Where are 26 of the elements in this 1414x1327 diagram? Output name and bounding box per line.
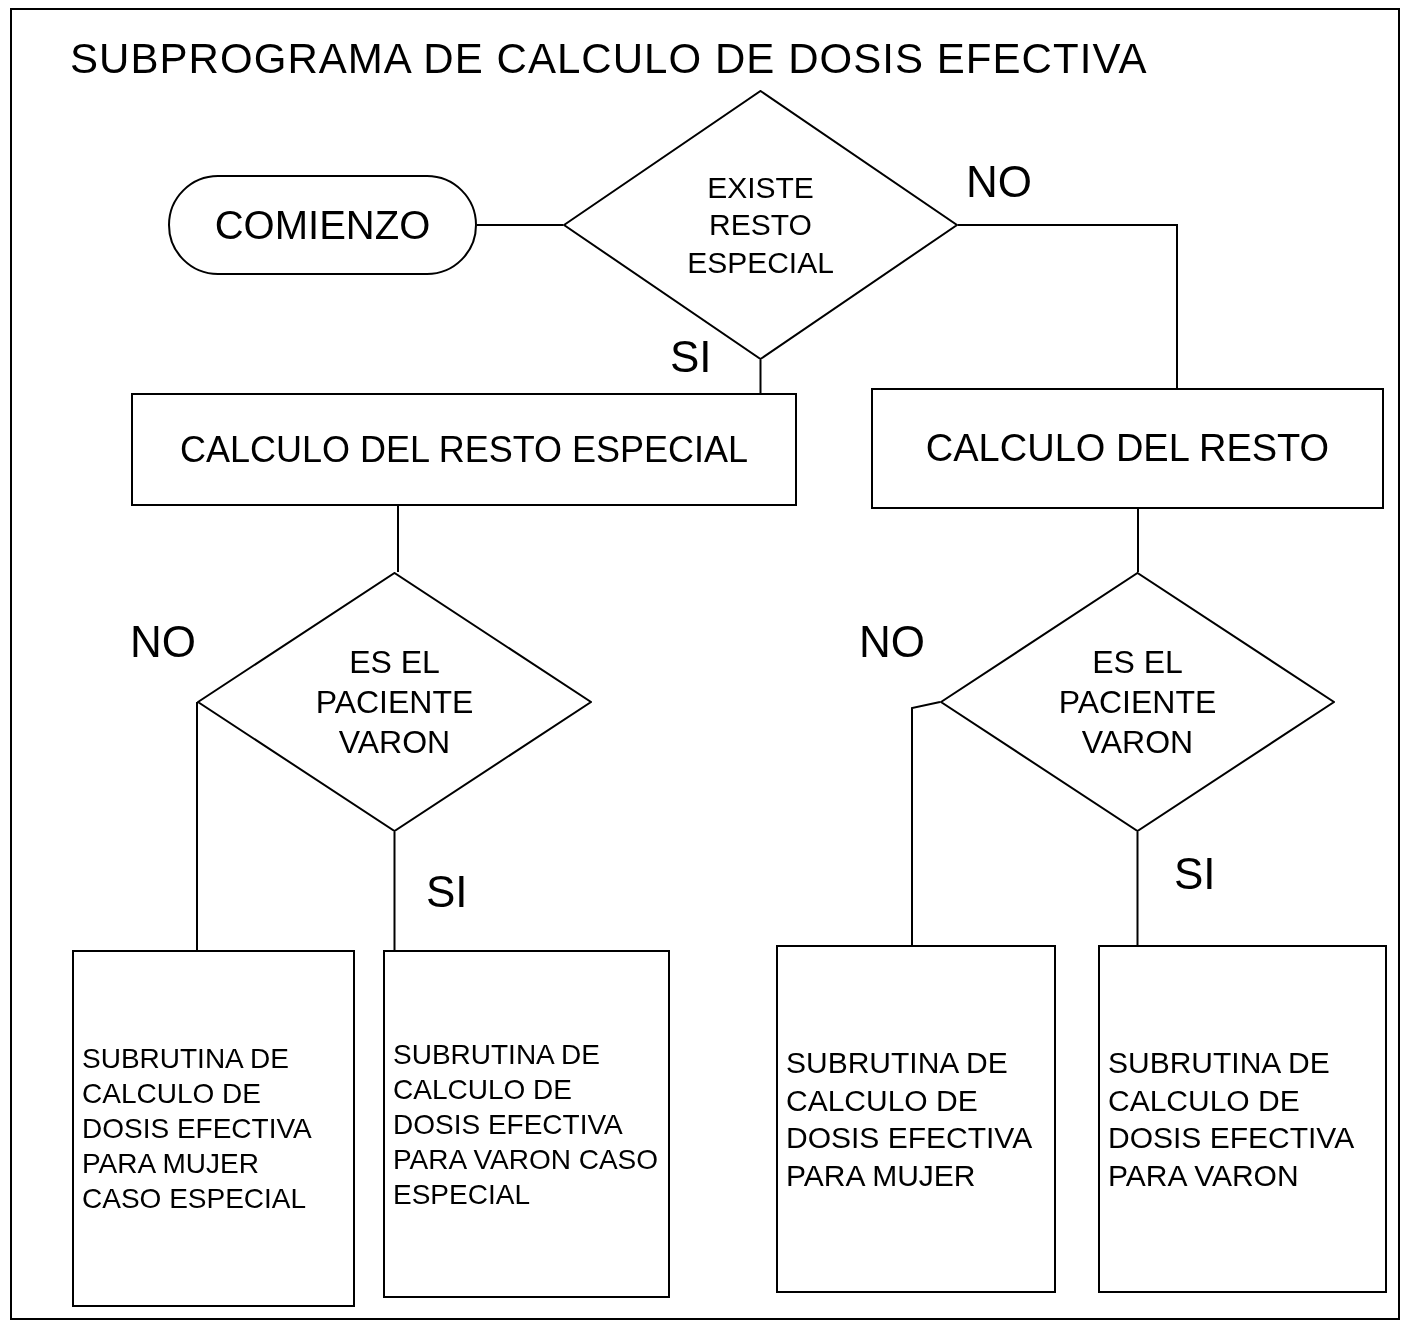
connector-line — [1137, 508, 1139, 573]
decision-text: ES EL PACIENTE VARON — [1057, 643, 1218, 762]
subroutine-box — [383, 950, 670, 1298]
process-text: SUBRUTINA DE CALCULO DE DOSIS EFECTIVA PARA MUJER — [786, 1045, 1032, 1194]
connector-line — [759, 359, 762, 394]
process-text: CALCULO DEL RESTO ESPECIAL — [179, 428, 749, 472]
connector-line — [196, 701, 198, 951]
connector-line — [911, 701, 941, 946]
process-box — [131, 393, 797, 506]
decision-text: EXISTE RESTO ESPECIAL — [686, 169, 835, 281]
process-text: SUBRUTINA DE CALCULO DE DOSIS EFECTIVA PARA VARON CASO ESPECIAL — [393, 1037, 660, 1212]
diagram-title: SUBPROGRAMA DE CALCULO DE DOSIS EFECTIVA — [70, 38, 1148, 80]
subroutine-box — [776, 945, 1056, 1293]
decision-text: ES EL PACIENTE VARON — [314, 643, 475, 762]
process-text: SUBRUTINA DE CALCULO DE DOSIS EFECTIVA PARA VARON — [1108, 1045, 1354, 1194]
connector-line — [1136, 831, 1139, 946]
connector-line — [476, 224, 564, 226]
process-text: CALCULO DEL RESTO — [925, 425, 1330, 471]
subroutine-box — [72, 950, 355, 1307]
process-box — [871, 388, 1384, 509]
connector-line — [957, 224, 1178, 389]
connector-line — [393, 831, 396, 951]
subroutine-box — [1098, 945, 1387, 1293]
terminal-text: COMIENZO — [214, 202, 431, 249]
connector-line — [397, 505, 399, 573]
process-text: SUBRUTINA DE CALCULO DE DOSIS EFECTIVA PARA MUJER CASO ESPECIAL — [82, 1042, 312, 1216]
